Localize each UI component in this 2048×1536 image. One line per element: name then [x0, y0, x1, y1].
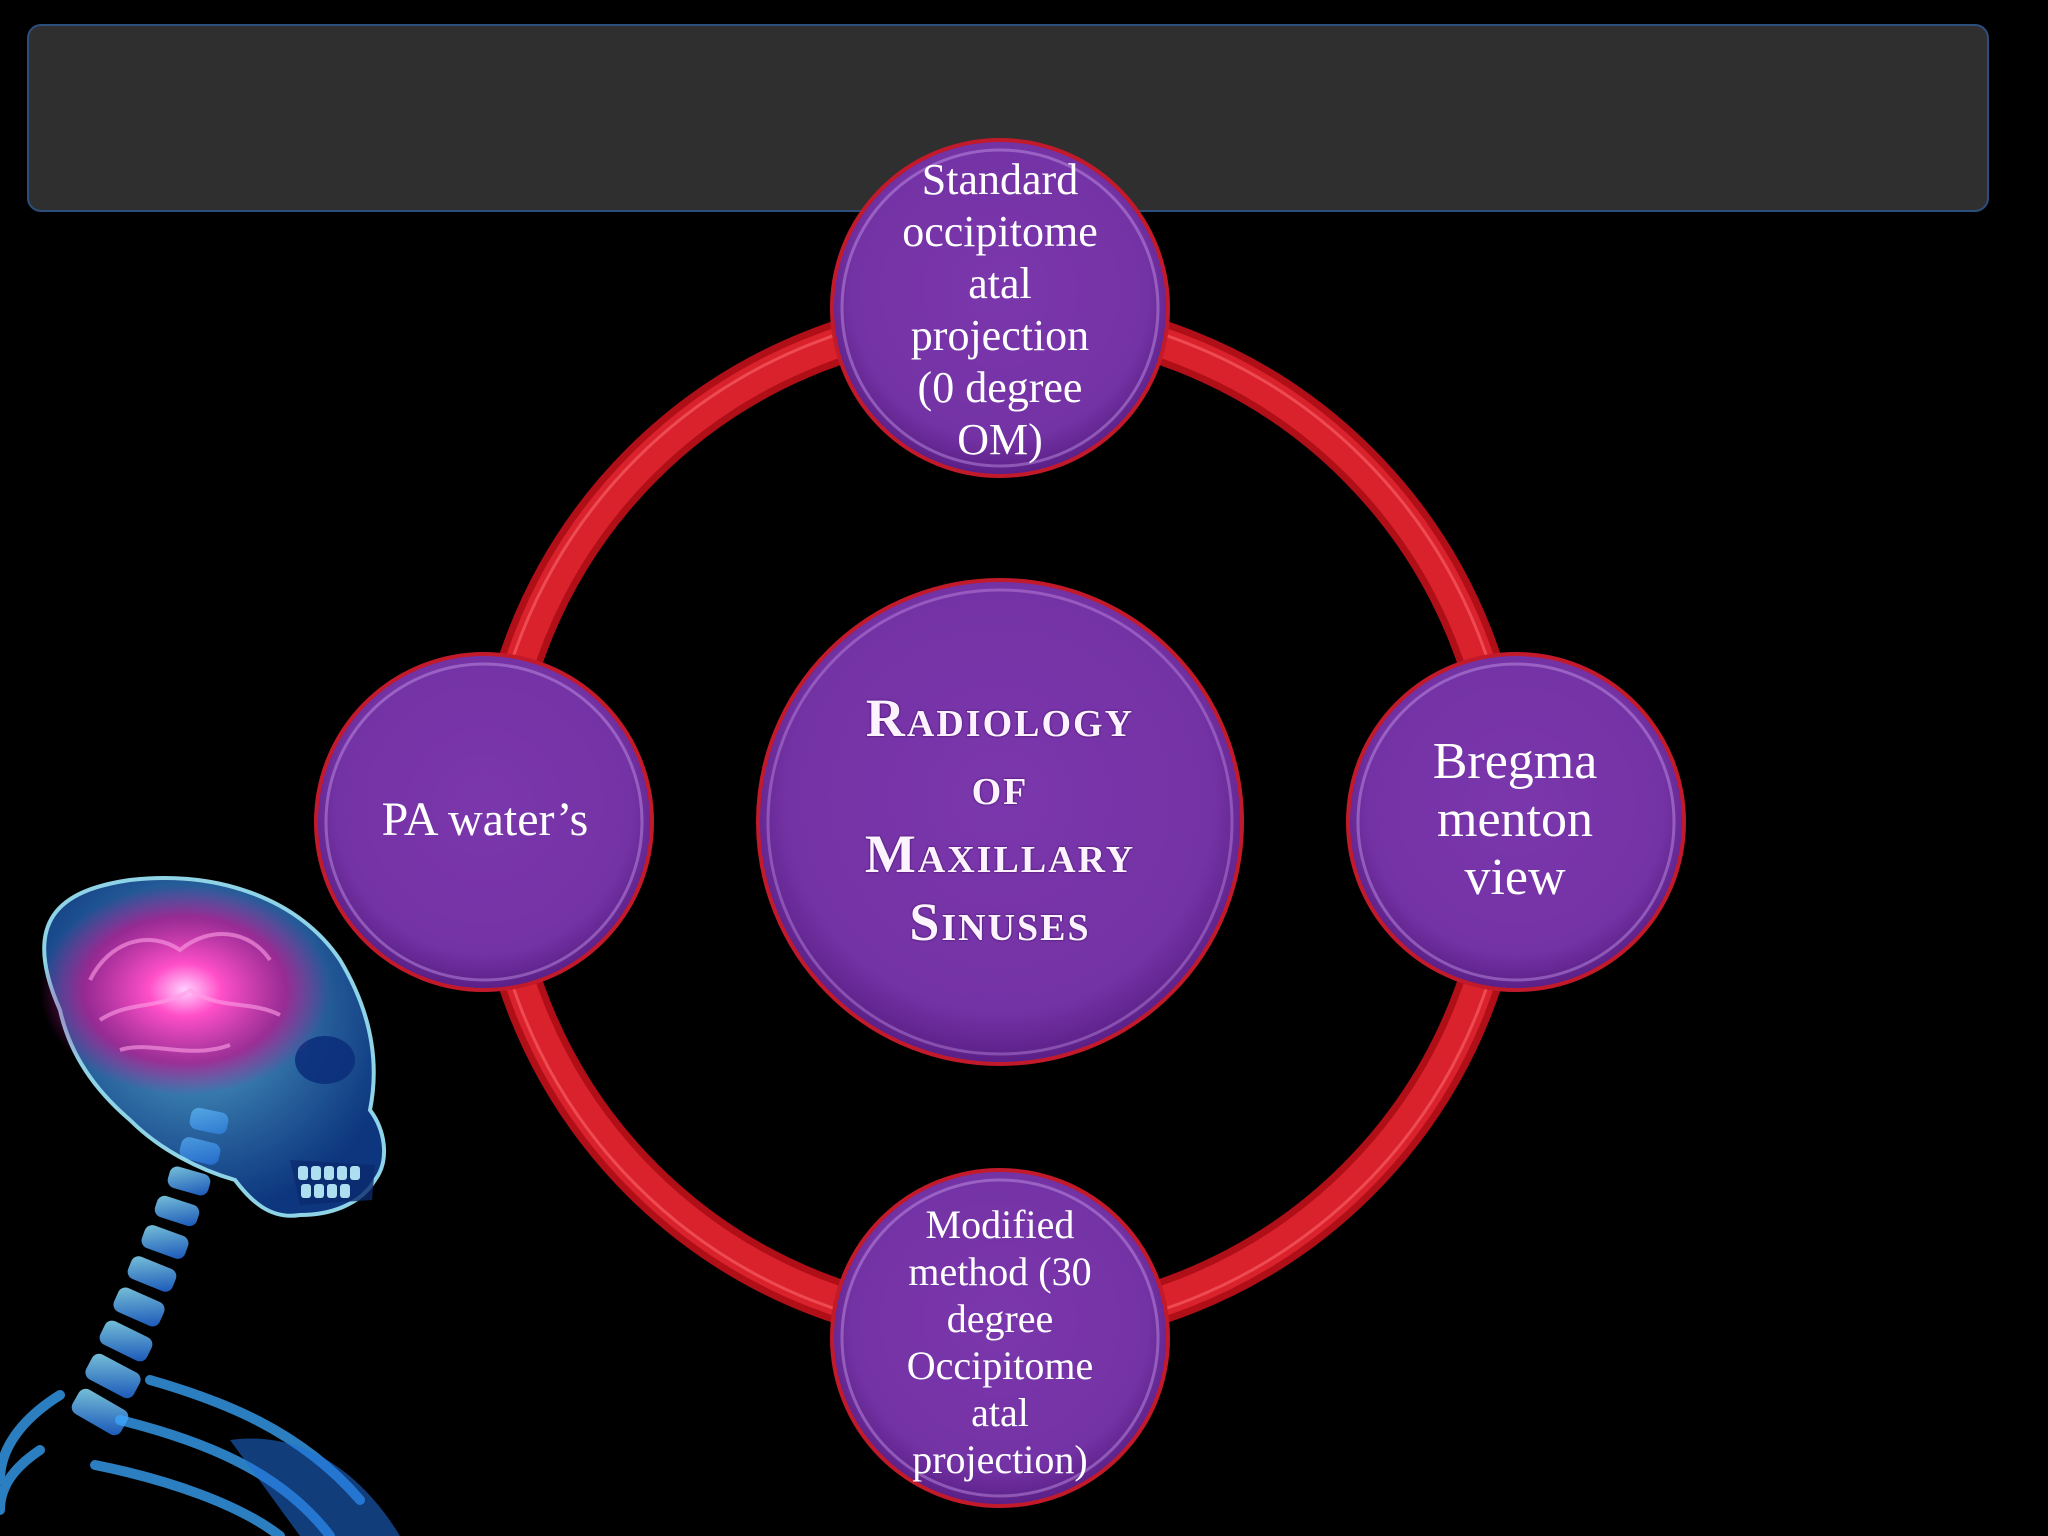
center-title: Radiology of Maxillary Sinuses [864, 688, 1136, 952]
node-top-circle [830, 138, 1170, 478]
center-circle [756, 578, 1244, 1066]
node-bottom-circle [830, 1168, 1170, 1508]
xray-skeleton-image [0, 876, 400, 1536]
node-top-label: Standard occipitome atal projection (0 d… [902, 155, 1098, 464]
node-right-circle [1346, 652, 1686, 992]
node-right-label: Bregma menton view [1432, 733, 1598, 906]
node-bottom-label: Modified method (30 degree Occipitome at… [906, 1202, 1094, 1482]
node-left-circle [314, 652, 654, 992]
node-left-label: PA water’s [381, 793, 589, 846]
